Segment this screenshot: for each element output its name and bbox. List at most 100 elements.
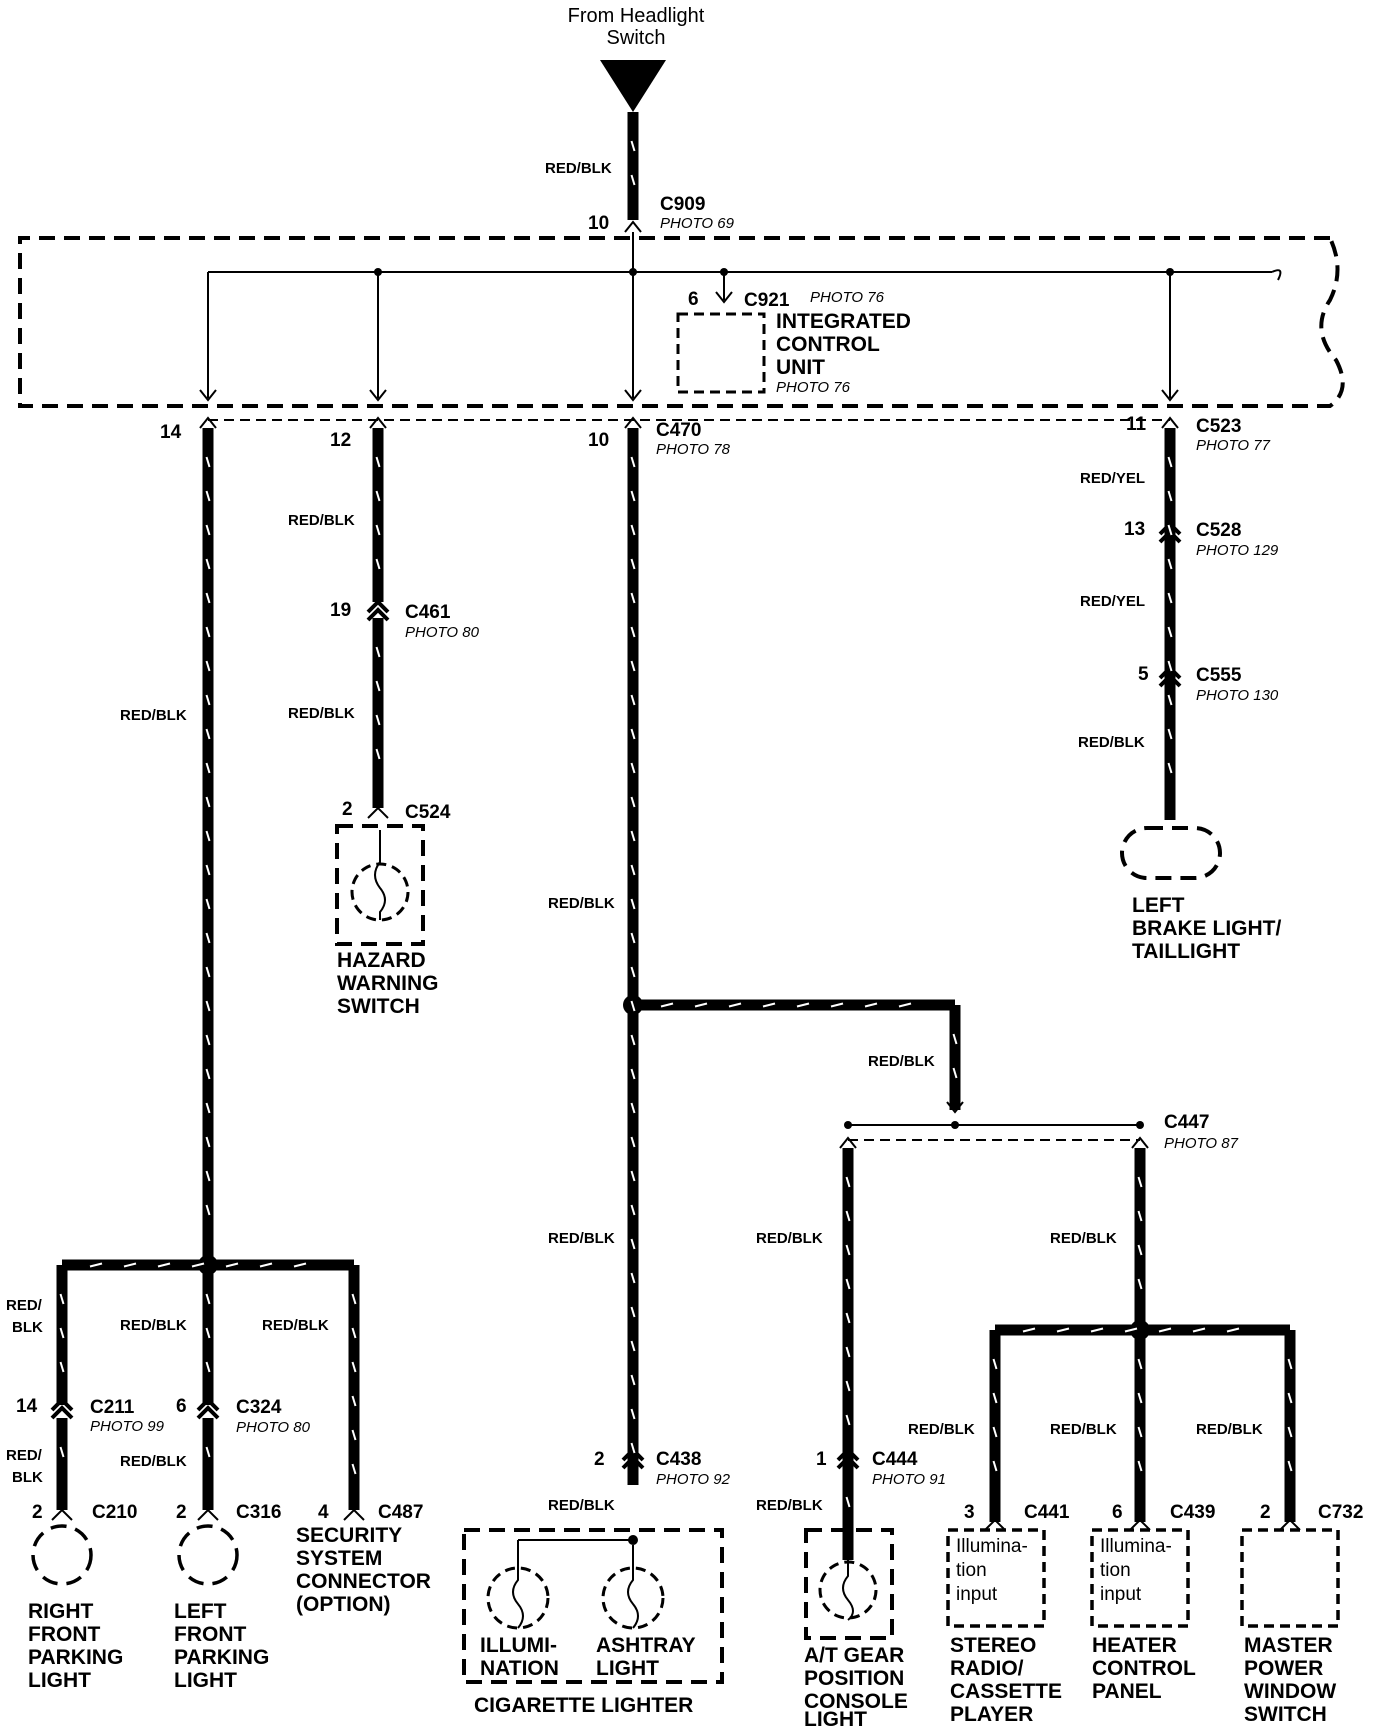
wire-stripe xyxy=(205,1293,211,1305)
bus-break xyxy=(1271,269,1282,281)
wire-stripe xyxy=(630,1408,636,1420)
bus-junction-2 xyxy=(629,268,637,276)
icu-line2: CONTROL xyxy=(776,333,880,356)
wire-stripe xyxy=(375,456,381,468)
wire-label-sec-feed: RED/BLK xyxy=(262,1317,329,1334)
wire-stripe xyxy=(205,796,211,808)
icu-line1: INTEGRATED xyxy=(776,310,911,333)
stereo-box xyxy=(946,1528,1046,1628)
wire-stripe xyxy=(205,864,211,876)
cig-illum-2: NATION xyxy=(480,1657,559,1680)
c524-name: C524 xyxy=(405,802,451,823)
wire-stripe xyxy=(845,1380,851,1392)
security-line3: CONNECTOR xyxy=(296,1570,431,1593)
brake-light-bulb-icon xyxy=(1120,826,1222,880)
c523-photo: PHOTO 77 xyxy=(1196,437,1271,454)
rf-parking-bulb-icon xyxy=(31,1524,93,1586)
wire-label-main-top: RED/BLK xyxy=(545,160,612,177)
wire-stripe xyxy=(375,748,381,760)
wire-stripe xyxy=(375,680,381,692)
c438-pin: 2 xyxy=(594,1449,605,1470)
wire-stripe xyxy=(845,1244,851,1256)
c210-name: C210 xyxy=(92,1502,137,1523)
at-gear-box xyxy=(804,1528,894,1640)
cig-ashtray-1: ASHTRAY xyxy=(596,1634,696,1657)
bus-junction-4 xyxy=(1166,268,1174,276)
cig-illum-1: ILLUMI- xyxy=(480,1634,557,1657)
c732-name: C732 xyxy=(1318,1502,1363,1523)
wire-stripe xyxy=(630,1238,636,1250)
wire-stripe xyxy=(1137,1392,1143,1404)
brake-line1: LEFT xyxy=(1132,894,1185,917)
at-gear-filament xyxy=(842,1560,854,1621)
wire-stripe xyxy=(1287,1358,1293,1370)
wire-stripe xyxy=(630,1034,636,1046)
lf-line4: LIGHT xyxy=(174,1669,237,1692)
wire-stripe xyxy=(1287,1426,1293,1438)
wire-stripe xyxy=(191,1262,205,1268)
wire-label-center-upper: RED/BLK xyxy=(548,895,615,912)
master-line4: SWITCH xyxy=(1244,1703,1327,1726)
wire-label-hazard-lower: RED/BLK xyxy=(288,705,355,722)
lf-parking-bulb-icon xyxy=(177,1524,239,1586)
wire-stripe xyxy=(1137,1460,1143,1472)
wire-stripe xyxy=(1167,456,1173,468)
wire-stripe xyxy=(1167,524,1173,536)
wire-stripe xyxy=(952,1033,958,1045)
wire-stripe xyxy=(630,1340,636,1352)
wire-stripe xyxy=(205,1170,211,1182)
wire-stripe xyxy=(1158,1327,1172,1333)
c447-term-left xyxy=(839,1136,857,1149)
wire-stripe xyxy=(630,898,636,910)
source-title-line2: Switch xyxy=(607,27,666,49)
c441-pin: 3 xyxy=(964,1502,975,1523)
wire-stripe xyxy=(1226,1327,1240,1333)
c439-name: C439 xyxy=(1170,1502,1215,1523)
ashtray-filament xyxy=(627,1545,639,1629)
wire-stripe xyxy=(952,1067,958,1079)
c324-name: C324 xyxy=(236,1397,282,1418)
pin-12: 12 xyxy=(330,430,351,451)
lf-line3: PARKING xyxy=(174,1646,269,1669)
wire-stripe xyxy=(351,1327,357,1339)
c487-name: C487 xyxy=(378,1502,423,1523)
security-line4: (OPTION) xyxy=(296,1593,391,1616)
wire-stripe xyxy=(205,592,211,604)
bus-junction-3 xyxy=(720,268,728,276)
wire-stripe xyxy=(630,1000,636,1012)
master-line2: POWER xyxy=(1244,1657,1323,1680)
wire-stripe xyxy=(205,932,211,944)
c447-term-right xyxy=(1131,1136,1149,1149)
wire-stripe xyxy=(630,728,636,740)
wire-stripe xyxy=(1137,1210,1143,1222)
wire-stripe xyxy=(259,1262,273,1268)
wire-stripe xyxy=(830,1002,844,1008)
c211-pin: 14 xyxy=(16,1396,38,1417)
stereo-box-3: input xyxy=(956,1584,998,1605)
c211-name: C211 xyxy=(90,1397,135,1418)
wire-stripe xyxy=(630,558,636,570)
c441-name: C441 xyxy=(1024,1502,1070,1523)
c447-dot-right xyxy=(1136,1121,1144,1129)
arrow-11 xyxy=(1161,389,1179,402)
hazard-bulb-icon xyxy=(350,862,410,922)
illumination-bulb-icon xyxy=(486,1566,550,1630)
master-switch-box xyxy=(1240,1528,1340,1628)
c528-photo: PHOTO 129 xyxy=(1196,542,1279,559)
pin-14: 14 xyxy=(160,422,182,443)
cigarette-lighter-box xyxy=(462,1528,724,1684)
wire-stripe xyxy=(205,626,211,638)
wire-stripe xyxy=(630,1136,636,1148)
wire-stripe xyxy=(89,1262,103,1268)
wire-stripe xyxy=(351,1395,357,1407)
icu-photo: PHOTO 76 xyxy=(776,379,851,396)
stereo-line4: PLAYER xyxy=(950,1703,1033,1726)
wire-stripe xyxy=(660,1002,674,1008)
stereo-line2: RADIO/ xyxy=(950,1657,1024,1680)
wire-stripe xyxy=(992,1392,998,1404)
c447-name: C447 xyxy=(1164,1112,1209,1133)
lf-line1: LEFT xyxy=(174,1600,227,1623)
heater-box-3: input xyxy=(1100,1584,1142,1605)
wire-label-c447-right: RED/BLK xyxy=(1050,1230,1117,1247)
wire-label-lf-lower: RED/BLK xyxy=(120,1453,187,1470)
